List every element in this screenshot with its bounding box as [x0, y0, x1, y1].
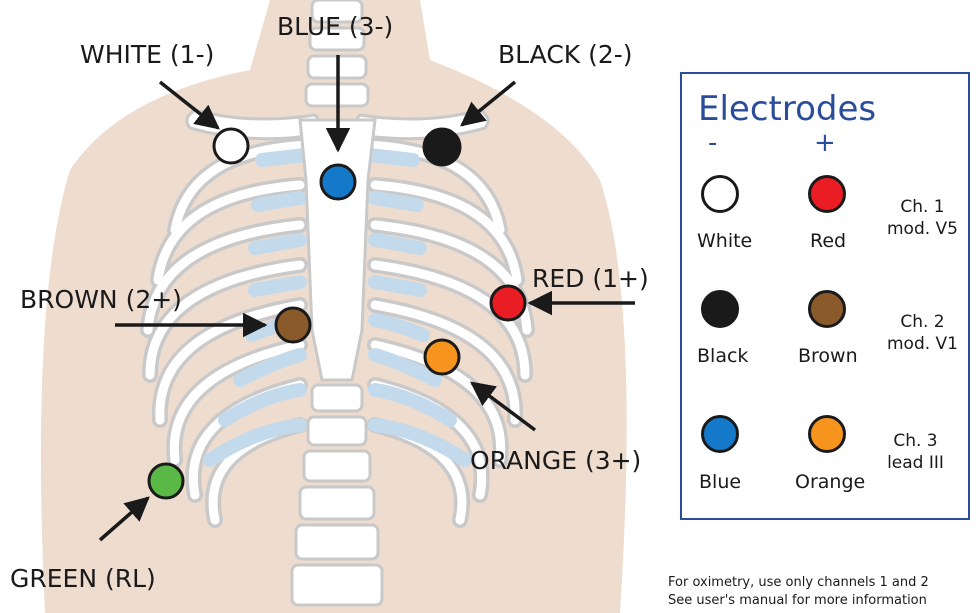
legend-neg-2: Black	[697, 347, 748, 366]
label-blue: BLUE (3-)	[277, 14, 393, 39]
legend-minus: -	[708, 130, 717, 156]
legend-dot-orange	[808, 415, 846, 453]
label-green: GREEN (RL)	[10, 566, 156, 591]
legend-pos-3: Orange	[795, 473, 865, 492]
legend-plus: +	[814, 130, 836, 156]
legend-pos-2: Brown	[798, 347, 858, 366]
legend-channel-2-name: Ch. 2	[880, 311, 965, 333]
legend-channel-2: Ch. 2 mod. V1	[880, 311, 965, 355]
legend-channel-3: Ch. 3 lead III	[873, 430, 958, 474]
legend-pos-1: Red	[810, 232, 846, 251]
legend-dot-blue	[701, 415, 739, 453]
legend-neg-3: Blue	[699, 473, 741, 492]
label-white: WHITE (1-)	[80, 42, 214, 67]
electrode-blue	[321, 165, 355, 199]
legend-dot-white	[701, 175, 739, 213]
electrode-black	[424, 129, 460, 165]
legend-neg-1: White	[697, 232, 752, 251]
electrode-white	[214, 129, 248, 163]
label-red: RED (1+)	[532, 266, 649, 291]
label-black: BLACK (2-)	[498, 42, 633, 67]
legend-channel-1-name: Ch. 1	[880, 196, 965, 218]
electrode-brown	[276, 308, 310, 342]
legend-channel-3-lead: lead III	[873, 452, 958, 474]
label-orange: ORANGE (3+)	[470, 448, 641, 473]
legend-title: Electrodes	[698, 92, 876, 126]
note-oximetry: For oximetry, use only channels 1 and 2	[668, 576, 929, 589]
note-manual: See user's manual for more information	[668, 594, 927, 607]
legend-channel-3-name: Ch. 3	[873, 430, 958, 452]
electrode-green	[149, 464, 183, 498]
legend-channel-1-lead: mod. V5	[880, 218, 965, 240]
legend-dot-red	[808, 175, 846, 213]
legend-dot-black	[701, 290, 739, 328]
legend-channel-1: Ch. 1 mod. V5	[880, 196, 965, 240]
label-brown: BROWN (2+)	[20, 287, 182, 312]
legend-channel-2-lead: mod. V1	[880, 333, 965, 355]
electrode-red	[491, 286, 525, 320]
electrode-orange	[425, 340, 459, 374]
legend-dot-brown	[808, 290, 846, 328]
